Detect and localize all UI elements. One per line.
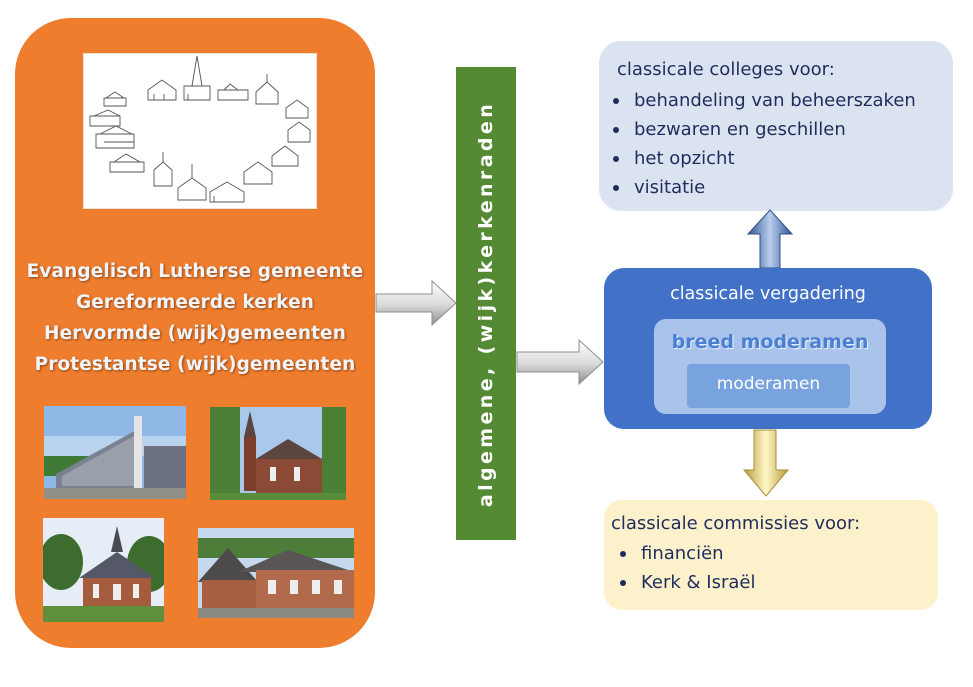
brick-church-tower-photo — [210, 407, 346, 500]
congregation-item: Gereformeerde kerken — [75, 292, 314, 313]
list-item: behandeling van beheerszaken — [612, 86, 916, 115]
colleges-list: behandeling van beheerszaken bezwaren en… — [612, 86, 916, 202]
church-councils-label: algemene, (wijk)kerkenraden — [475, 100, 497, 507]
commissions-title: classicale commissies voor: — [611, 513, 861, 534]
list-item: het opzicht — [612, 144, 916, 173]
arrow-right-icon — [375, 279, 457, 327]
classical-meeting-label: classicale vergadering — [670, 284, 866, 304]
octagonal-church-photo — [43, 518, 164, 622]
congregation-item: Protestantse (wijk)gemeenten — [34, 354, 356, 375]
brick-building-photo — [198, 528, 354, 618]
commissions-box: classicale commissies voor: financiën Ke… — [604, 500, 938, 610]
moderamen-box: moderamen — [687, 364, 850, 408]
church-sketches-illustration — [83, 53, 317, 209]
congregation-item: Hervormde (wijk)gemeenten — [44, 323, 346, 344]
broad-moderamen-label: breed moderamen — [671, 331, 869, 353]
colleges-box: classicale colleges voor: behandeling va… — [599, 41, 953, 211]
list-item: Kerk & Israël — [619, 568, 755, 597]
list-item: financiën — [619, 539, 755, 568]
church-councils-bar: algemene, (wijk)kerkenraden — [456, 67, 516, 540]
list-item: visitatie — [612, 173, 916, 202]
colleges-title: classicale colleges voor: — [617, 59, 835, 80]
commissions-list: financiën Kerk & Israël — [619, 539, 755, 597]
arrow-right-icon — [516, 338, 604, 386]
congregation-list: Evangelisch Lutherse gemeente Gereformee… — [25, 256, 365, 380]
arrow-down-icon — [742, 429, 790, 497]
list-item: bezwaren en geschillen — [612, 115, 916, 144]
moderamen-label: moderamen — [716, 374, 821, 394]
classical-meeting-box: classicale vergadering breed moderamen m… — [604, 268, 932, 429]
congregation-item: Evangelisch Lutherse gemeente — [26, 261, 364, 282]
modern-church-photo — [44, 406, 186, 499]
arrow-up-icon — [746, 209, 794, 269]
broad-moderamen-box: breed moderamen moderamen — [654, 319, 886, 414]
